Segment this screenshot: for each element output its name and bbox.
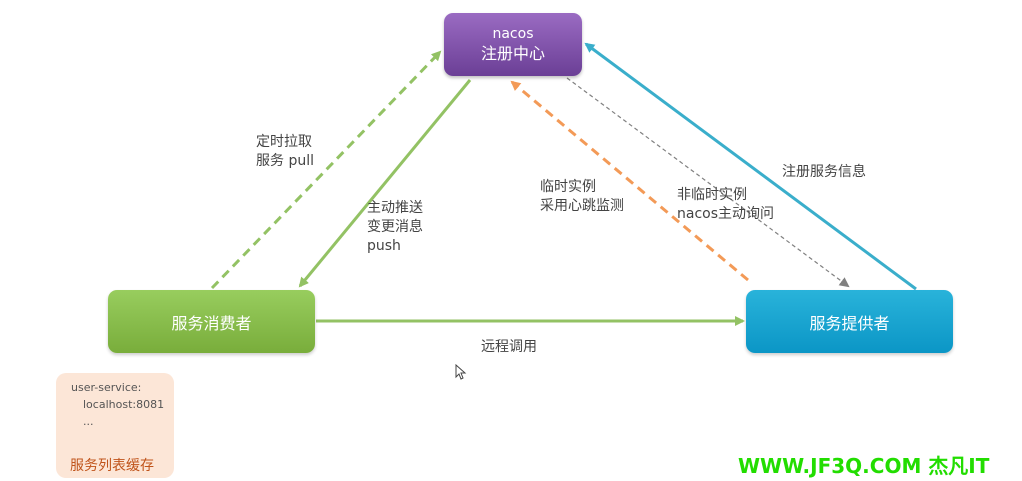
push-label-line2: 变更消息 [367,219,423,235]
register-arrow [584,42,917,291]
remote-call-label: 远程调用 [481,339,537,355]
service-consumer-node: 服务消费者 [108,290,315,353]
pull-arrow [210,50,442,290]
push-arrow [298,79,472,288]
pull-label-line2: 服务 pull [256,153,314,169]
cache-service-address: localhost:8081 [83,398,165,411]
nacos-registry-node: nacos 注册中心 [444,13,582,76]
service-provider-node: 服务提供者 [746,290,953,353]
heartbeat-arrow [510,80,749,282]
active-query-arrow [566,77,850,288]
push-label: 主动推送 变更消息 push [367,199,423,256]
service-list-cache-box: user-service: localhost:8081 ... 服务列表缓存 [56,373,174,478]
push-label-line3: push [367,238,401,254]
push-label-line1: 主动推送 [367,200,423,216]
non-temporary-instance-label: 非临时实例 nacos主动询问 [677,186,774,224]
non-temporary-instance-line2: nacos主动询问 [677,206,775,222]
cache-service-name: user-service: [71,381,142,394]
nacos-role: 注册中心 [480,43,545,63]
cache-title: 服务列表缓存 [70,458,154,474]
cache-ellipsis: ... [83,415,94,428]
watermark: WWW.JF3Q.COM 杰凡IT [738,454,990,478]
register-label: 注册服务信息 [782,164,866,180]
temporary-instance-label: 临时实例 采用心跳监测 [540,178,624,216]
temporary-instance-line2: 采用心跳监测 [540,198,624,214]
mouse-pointer-icon [455,364,467,380]
pull-label: 定时拉取 服务 pull [256,133,314,171]
non-temporary-instance-line1: 非临时实例 [677,187,747,203]
temporary-instance-line1: 临时实例 [540,179,596,195]
pull-label-line1: 定时拉取 [256,134,312,150]
nacos-name: nacos [492,25,534,42]
